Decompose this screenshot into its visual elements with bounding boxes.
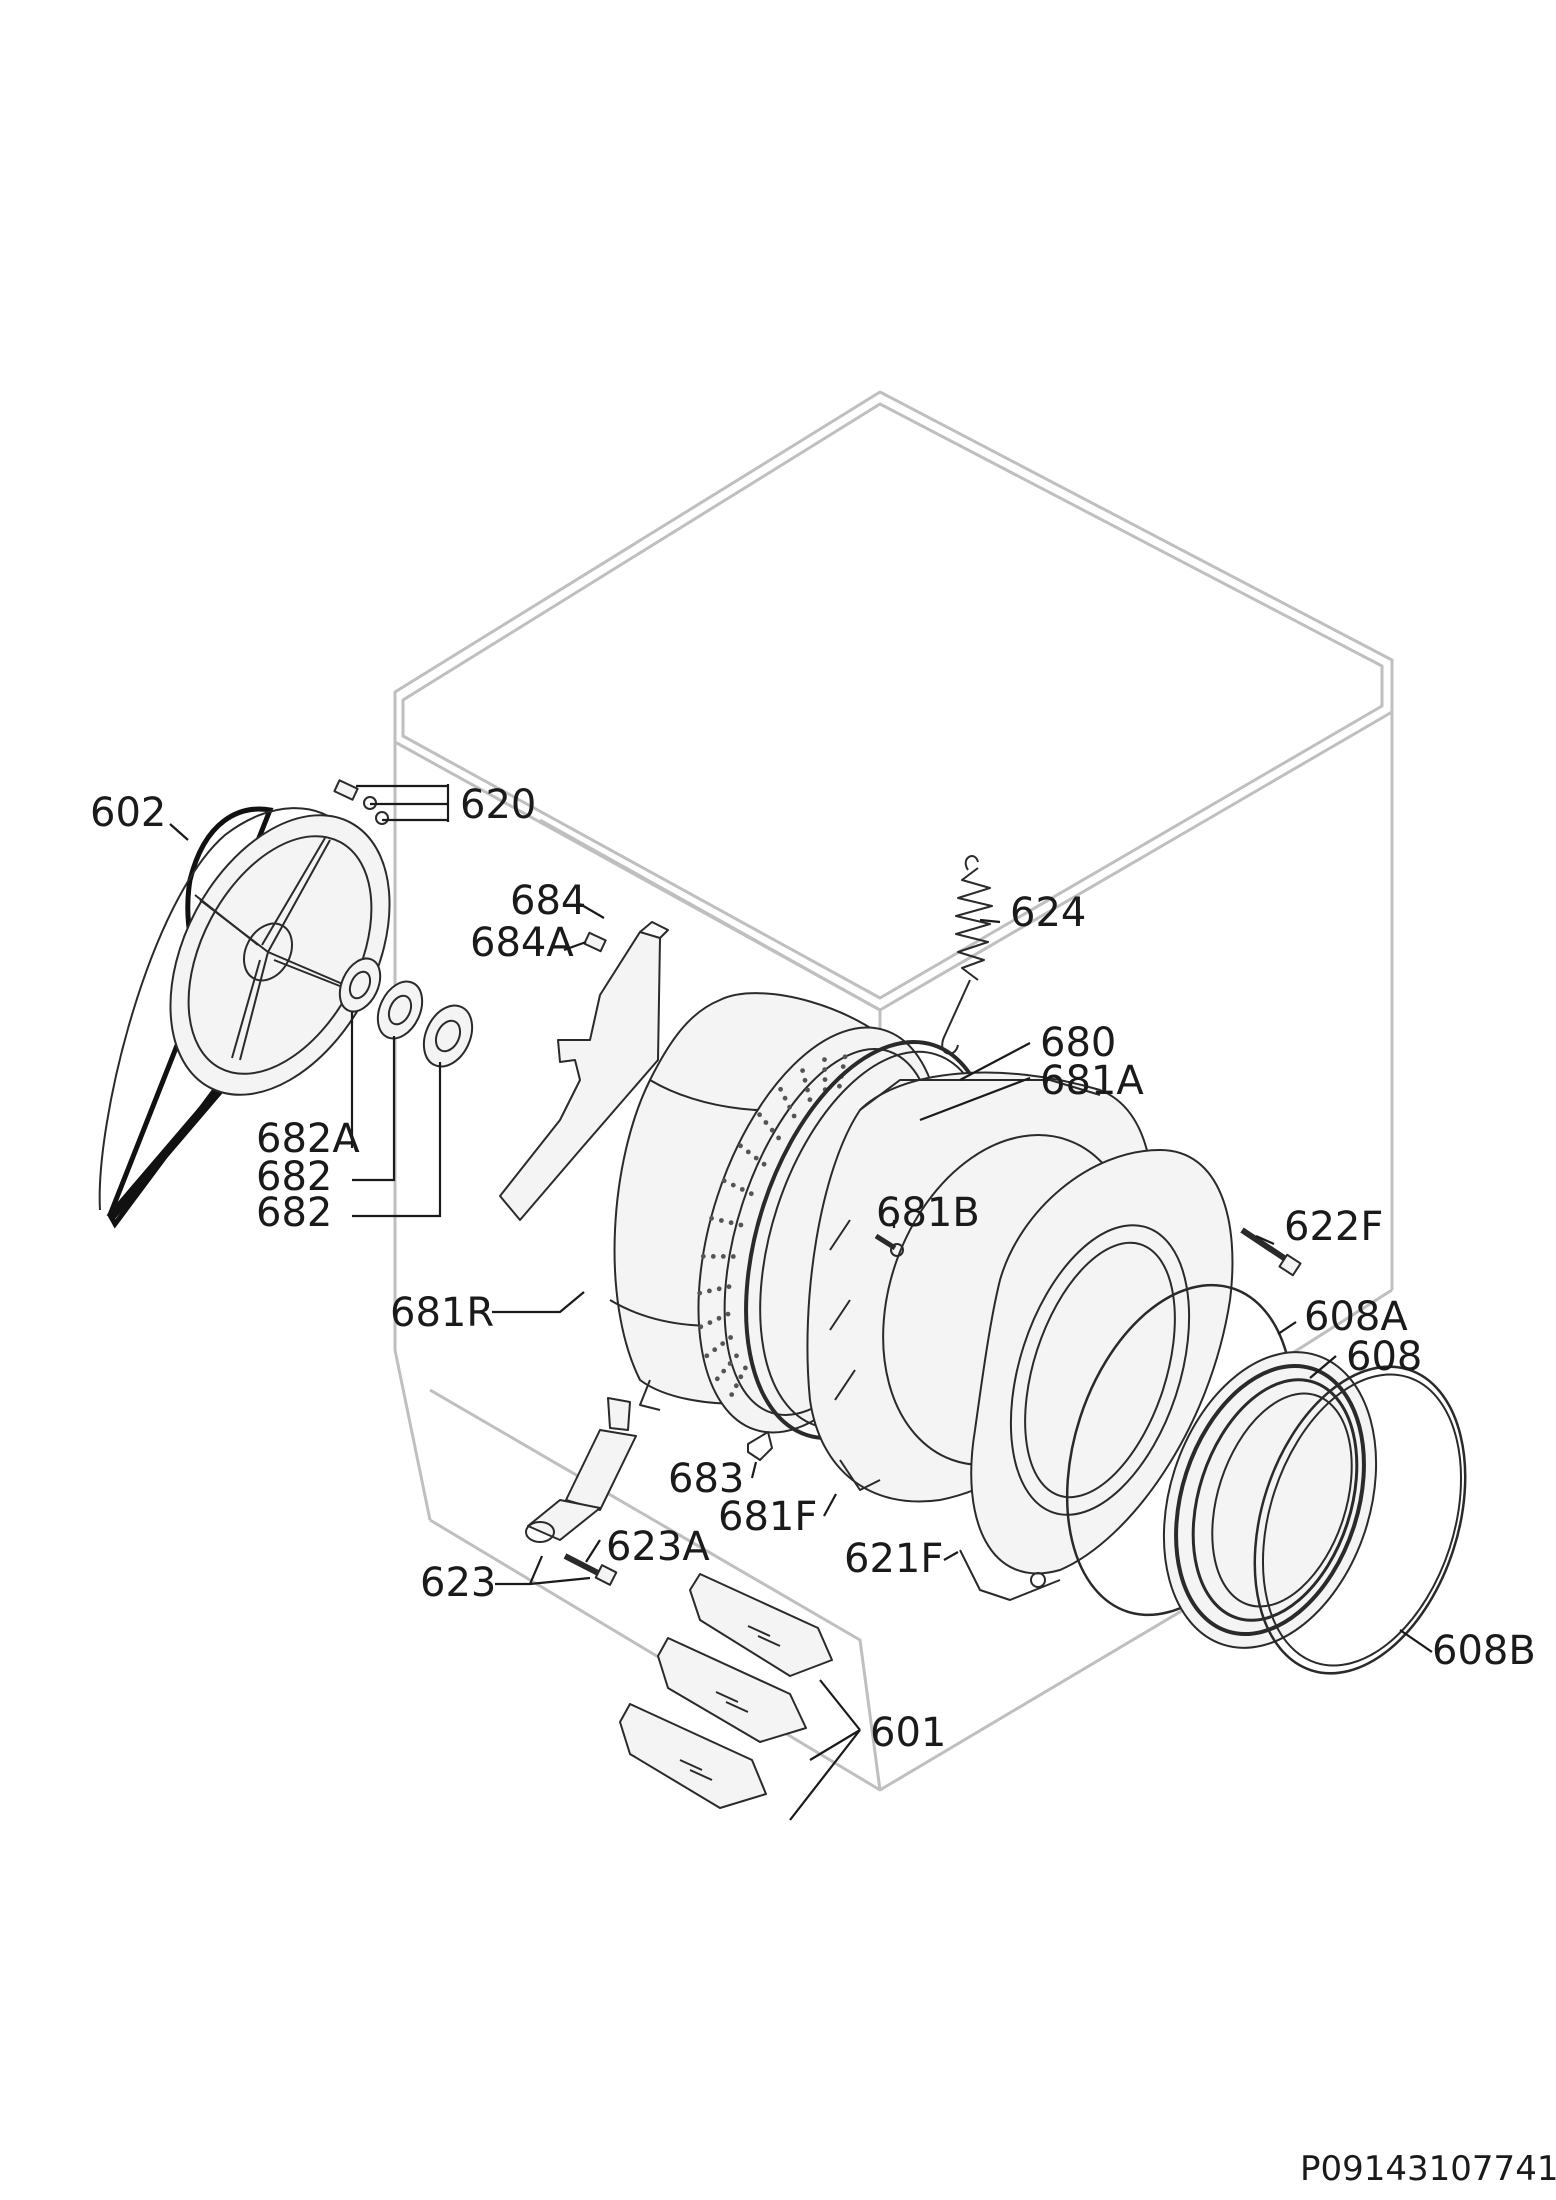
perforation-dot [745, 1149, 751, 1155]
perforation-dot [704, 1353, 710, 1359]
label-682-lower: 682 [256, 1190, 332, 1236]
spring-624 [941, 855, 993, 1055]
perforation-dot [776, 1135, 781, 1141]
label-622F: 622F [1284, 1204, 1383, 1250]
perforation-dot [763, 1120, 769, 1125]
perforation-dot [712, 1347, 718, 1353]
perforation-dot [716, 1315, 722, 1321]
label-602: 602 [90, 790, 166, 836]
perforation-dot [700, 1253, 706, 1259]
perforation-dot [709, 1215, 714, 1221]
perforation-dot [738, 1222, 744, 1228]
perforation-dot [697, 1290, 703, 1296]
perforation-dot [738, 1143, 743, 1149]
perforation-dot [721, 1368, 727, 1374]
perforation-dot [719, 1218, 724, 1223]
label-681R: 681R [390, 1290, 494, 1336]
drum-paddles-601 [619, 1573, 833, 1809]
perforation-dot [728, 1335, 733, 1340]
label-624: 624 [1010, 890, 1086, 936]
perforation-dot [761, 1161, 767, 1167]
perforation-dot [802, 1077, 808, 1083]
perforation-dot [753, 1155, 759, 1161]
perforation-dot [782, 1095, 788, 1101]
label-681B: 681B [876, 1190, 980, 1236]
screw-622F [1240, 1227, 1302, 1277]
label-682-upper: 682 [256, 1154, 332, 1200]
perforation-dot [716, 1286, 722, 1292]
document-id: P09143107741 [1300, 2149, 1556, 2189]
shock-absorber-623 [525, 1397, 637, 1543]
bracket-684 [499, 921, 669, 1221]
drum-perforations [697, 1054, 848, 1397]
label-608B: 608B [1432, 1628, 1536, 1674]
perforation-dot [727, 1361, 733, 1366]
perforation-dot [757, 1112, 762, 1118]
perforation-dot [822, 1077, 828, 1082]
perforation-dot [748, 1191, 754, 1197]
label-681F: 681F [718, 1494, 817, 1540]
perforation-dot [707, 1288, 712, 1294]
perforation-dot [822, 1057, 827, 1062]
label-680: 680 [1040, 1020, 1116, 1066]
perforation-dot [805, 1087, 810, 1093]
perforation-dot [778, 1086, 783, 1092]
perforation-dot [807, 1097, 813, 1103]
label-683: 683 [668, 1456, 744, 1502]
label-682A: 682A [256, 1116, 360, 1162]
label-620: 620 [460, 782, 536, 828]
label-608A: 608A [1304, 1294, 1408, 1340]
perforation-dot [730, 1254, 736, 1259]
pin-623A [563, 1553, 618, 1586]
bearings [338, 957, 474, 1068]
perforation-dot [721, 1178, 727, 1184]
perforation-dot [710, 1254, 716, 1259]
label-608: 608 [1346, 1334, 1422, 1380]
perforation-dot [739, 1187, 745, 1192]
perforation-dot [730, 1182, 736, 1188]
perforation-dot [720, 1341, 726, 1346]
perforation-dot [822, 1067, 828, 1072]
perforation-dot [707, 1320, 713, 1325]
perforation-dot [733, 1383, 739, 1389]
perforation-dot [698, 1324, 704, 1330]
label-601: 601 [870, 1710, 946, 1756]
perforation-dot [714, 1376, 720, 1382]
perforation-dot [840, 1064, 846, 1069]
label-623: 623 [420, 1560, 496, 1606]
leader-lines [169, 784, 1433, 1821]
door-seal-608 [1162, 1351, 1378, 1649]
label-621F: 621F [844, 1536, 943, 1582]
pulley-602 [98, 806, 391, 1229]
perforation-dot [800, 1068, 805, 1073]
perforation-dot [725, 1311, 731, 1317]
clip-683 [747, 1431, 773, 1461]
perforation-dot [734, 1353, 739, 1359]
perforation-dot [743, 1365, 748, 1371]
clamp-ring-608B [1253, 1365, 1467, 1675]
label-623A: 623A [606, 1524, 710, 1570]
perforation-dot [726, 1284, 732, 1290]
label-681A: 681A [1040, 1058, 1144, 1104]
perforation-dot [837, 1083, 842, 1089]
perforation-dot [769, 1127, 775, 1133]
label-684: 684 [510, 878, 586, 924]
perforation-dot [728, 1220, 734, 1226]
label-684A: 684A [470, 920, 574, 966]
perforation-dot [791, 1113, 797, 1119]
perforation-dot [787, 1104, 792, 1110]
part-labels: 602 620 684 684A 624 680 681A 682A 682 6… [90, 782, 1536, 1756]
screw-681B [874, 1233, 904, 1257]
perforation-dot [842, 1054, 848, 1060]
perforation-dot [738, 1374, 744, 1380]
perforation-dot [720, 1254, 726, 1259]
cabinet-outline [393, 390, 1394, 1792]
perforation-dot [729, 1392, 735, 1397]
